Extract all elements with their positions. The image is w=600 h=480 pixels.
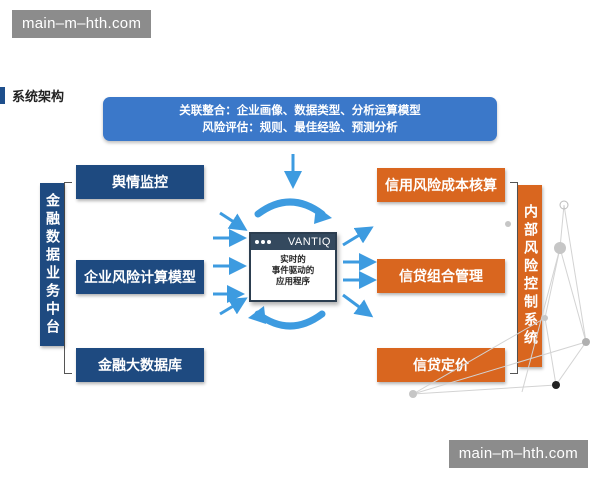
network-node bbox=[542, 315, 548, 321]
right-box-credit-cost: 信用风险成本核算 bbox=[377, 168, 505, 202]
app-caption-line-2: 事件驱动的 bbox=[271, 266, 315, 276]
network-node bbox=[505, 221, 511, 227]
right-vertical-label: 内部风险控制系统 bbox=[518, 185, 542, 367]
vantiq-logo: VANTIQ bbox=[287, 236, 331, 248]
app-caption-line-1: 实时的 bbox=[280, 255, 306, 265]
network-node bbox=[582, 338, 590, 346]
left-box-sentiment-monitor: 舆情监控 bbox=[76, 165, 204, 199]
network-node bbox=[552, 381, 560, 389]
app-caption: 实时的 事件驱动的 应用程序 bbox=[251, 250, 335, 288]
left-vertical-label: 金融数据业务中台 bbox=[40, 183, 64, 346]
top-banner: 关联整合：企业画像、数据类型、分析运算模型 风险评估：规则、最佳经验、预测分析 bbox=[103, 97, 497, 141]
section-title-text: 系统架构 bbox=[12, 89, 65, 105]
right-box-portfolio: 信贷组合管理 bbox=[377, 259, 505, 293]
cycle-arc-top-head bbox=[314, 206, 332, 224]
left-input-arrows bbox=[213, 211, 248, 316]
cycle-arc-top bbox=[254, 198, 326, 218]
network-node bbox=[559, 200, 569, 210]
banner-line-2: 风险评估：规则、最佳经验、预测分析 bbox=[202, 120, 398, 134]
vantiq-app-window: VANTIQ 实时的 事件驱动的 应用程序 bbox=[249, 232, 337, 302]
app-caption-line-3: 应用程序 bbox=[275, 277, 310, 287]
right-bracket bbox=[510, 182, 518, 374]
window-dot-icon bbox=[255, 240, 259, 244]
right-output-arrows bbox=[342, 226, 377, 318]
left-box-risk-model: 企业风险计算模型 bbox=[76, 260, 204, 294]
watermark-bottom: main–m–hth.com bbox=[448, 440, 588, 468]
title-accent-bar bbox=[0, 86, 5, 104]
banner-line-1: 关联整合：企业画像、数据类型、分析运算模型 bbox=[179, 103, 421, 117]
app-title-bar: VANTIQ bbox=[251, 234, 335, 250]
left-bracket bbox=[64, 182, 72, 374]
cycle-arc-bottom-head bbox=[248, 306, 266, 324]
section-title: 系统架构 bbox=[0, 86, 65, 105]
window-dot-icon bbox=[261, 240, 265, 244]
network-decoration bbox=[412, 204, 587, 395]
window-dot-icon bbox=[267, 240, 271, 244]
network-node bbox=[409, 390, 417, 398]
left-box-big-data: 金融大数据库 bbox=[76, 348, 204, 382]
cycle-arc-bottom bbox=[254, 310, 326, 330]
network-node bbox=[554, 242, 566, 254]
watermark-top: main–m–hth.com bbox=[12, 10, 152, 38]
